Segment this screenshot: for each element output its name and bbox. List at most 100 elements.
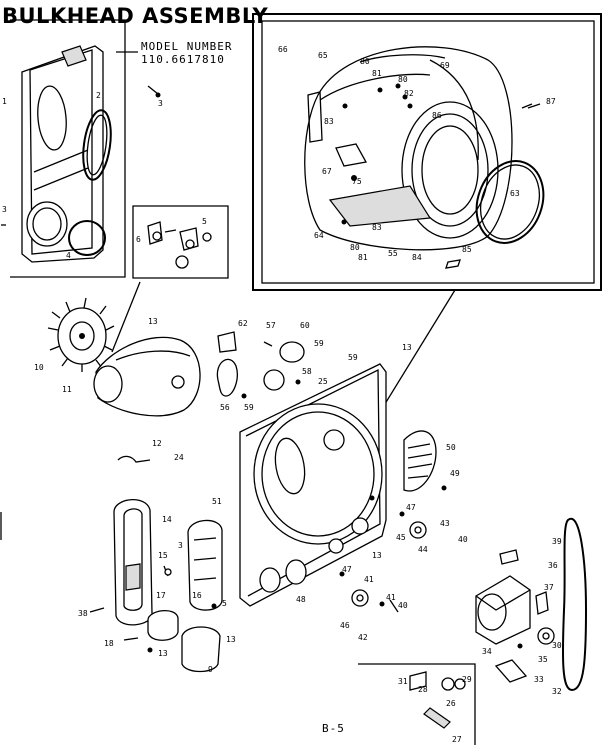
callout-47b: 47: [406, 503, 416, 512]
callout-15: 15: [158, 551, 168, 560]
callout-57: 58: [302, 367, 312, 376]
callout-30: 30: [552, 641, 562, 650]
blower-housing: [93, 336, 201, 417]
callout-41: 41: [364, 575, 374, 584]
callout-3b: 3: [2, 205, 7, 214]
callout-82: 82: [404, 89, 414, 98]
callout-85: 85: [462, 245, 472, 254]
callout-6: 6: [136, 235, 141, 244]
callout-59: 59: [314, 339, 324, 348]
bottom-small-parts: [409, 671, 466, 729]
rear-bulkhead: [239, 363, 387, 607]
drum-support: [307, 91, 323, 143]
callout-13c: 13: [158, 649, 168, 658]
lint-filter: [187, 519, 223, 611]
callout-81: 81: [372, 69, 382, 78]
callout-80b: 80: [398, 75, 408, 84]
callout-13d: 13: [226, 635, 236, 644]
felt-seal-ring: [68, 220, 106, 256]
callout-3c: 3: [178, 541, 183, 550]
callout-87: 86: [432, 111, 442, 120]
model-number-value: 110.6617810: [141, 53, 225, 66]
callout-48: 48: [296, 595, 306, 604]
callout-24: 24: [174, 453, 184, 462]
callout-45: 45: [396, 533, 406, 542]
exhaust-cylinder: [181, 626, 221, 673]
callout-27: 27: [452, 735, 462, 744]
callout-81b: 81: [358, 253, 368, 262]
callout-83: 83: [324, 117, 334, 126]
clip-85: [445, 259, 461, 269]
diagram-title: BULKHEAD ASSEMBLY: [2, 4, 269, 28]
callout-67: 66: [278, 45, 288, 54]
callout-13: 13: [148, 317, 158, 326]
callout-62: 63: [510, 189, 520, 198]
bolt-86: [521, 103, 541, 109]
lint-duct: [113, 499, 153, 626]
callout-25: 25: [318, 377, 328, 386]
callout-84: 84: [412, 253, 422, 262]
clip-12: [117, 455, 151, 463]
callout-11: 11: [62, 385, 72, 394]
callout-18: 18: [104, 639, 114, 648]
callout-37: 37: [544, 583, 554, 592]
drum-seal-ring: [475, 160, 545, 244]
callout-31: 31: [398, 677, 408, 686]
lamp-assembly: [216, 331, 305, 399]
callout-56: 57: [266, 321, 276, 330]
callout-32: 32: [552, 687, 562, 696]
callout-41b: 41: [386, 593, 396, 602]
callout-labels: 1 2 3 3 4 5 6 10 11 13 12 24 62 57 60 59…: [2, 45, 562, 744]
callout-80c: 80: [350, 243, 360, 252]
callout-28: 28: [418, 685, 428, 694]
callout-68: 67: [322, 167, 332, 176]
bottom-parts-frame: [358, 663, 476, 745]
callout-12: 12: [152, 439, 162, 448]
callout-5b: 5: [222, 599, 227, 608]
callout-75: 75: [352, 177, 362, 186]
drum-inset-frame: [252, 13, 602, 291]
clip-38: [89, 607, 105, 613]
connector-line: [379, 289, 456, 413]
callout-36: 36: [548, 561, 558, 570]
callout-63: 64: [314, 231, 324, 240]
drum-inner-frame: [261, 20, 595, 284]
callout-58: 59: [348, 353, 358, 362]
callout-80: 80: [360, 57, 370, 66]
callout-9: 9: [208, 665, 213, 674]
callout-2: 2: [96, 91, 101, 100]
callout-38: 38: [78, 609, 88, 618]
callout-83b: 83: [372, 223, 382, 232]
model-number-block: MODEL NUMBER 110.6617810: [141, 40, 232, 66]
drive-motor: [475, 549, 555, 683]
callout-16: 16: [192, 591, 202, 600]
callout-60: 60: [300, 321, 310, 330]
callout-66: 65: [318, 51, 328, 60]
callout-13b: 13: [402, 343, 412, 352]
drive-belt: [561, 517, 588, 692]
callout-26: 26: [446, 699, 456, 708]
duct-adaptor: [147, 610, 179, 641]
callout-29: 29: [462, 675, 472, 684]
door-seal-part: [82, 109, 112, 181]
vent-grille: [403, 430, 447, 492]
callout-69: 69: [440, 61, 450, 70]
blower-wheel: [47, 297, 115, 372]
small-parts-frame: [132, 205, 229, 279]
callout-39: 39: [552, 537, 562, 546]
callout-44: 44: [418, 545, 428, 554]
callout-13e: 13: [372, 551, 382, 560]
callout-14: 14: [162, 515, 172, 524]
callout-61: 62: [238, 319, 248, 328]
model-number-label: MODEL NUMBER: [141, 40, 233, 53]
callout-40: 40: [398, 601, 408, 610]
small-bracket-parts: [147, 221, 212, 269]
clip-18: [123, 637, 139, 641]
callout-4: 4: [66, 251, 71, 260]
drum-assembly: [304, 46, 513, 251]
callout-42: 42: [358, 633, 368, 642]
page-number: B-5: [322, 722, 345, 735]
callout-54: 55: [388, 249, 398, 258]
